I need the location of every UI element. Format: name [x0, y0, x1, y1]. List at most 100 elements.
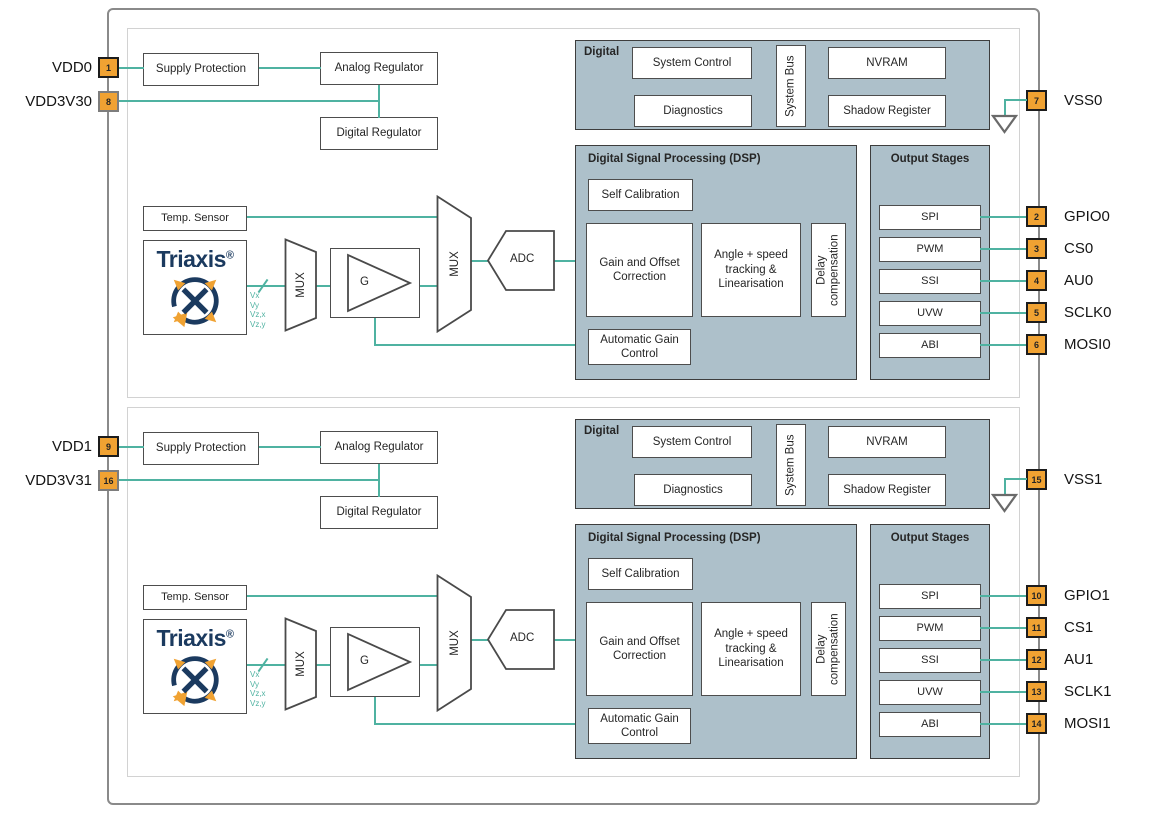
triaxis-icon: [171, 277, 219, 328]
output-stages-block: Output Stages SPI PWM SSI UVW ABI: [870, 524, 990, 759]
output-item-ssi: SSI: [879, 648, 981, 673]
mux1-label: MUX: [295, 651, 307, 677]
wire: [374, 697, 376, 725]
channel-0: VDD0 1 VDD3V30 8 7 VSS0 Supply Protectio…: [0, 28, 1149, 398]
pin-badge-vdd: 9: [98, 436, 119, 457]
wire: [1004, 99, 1006, 115]
wire: [471, 639, 489, 641]
triaxis-icon: [171, 656, 219, 707]
signal-label: Vx: [250, 291, 260, 300]
pin-number: 1: [105, 62, 111, 73]
delay-compensation-label: Delay compensation: [815, 613, 841, 685]
pin-number: 6: [1033, 339, 1039, 350]
pin-badge-au: 4: [1026, 270, 1047, 291]
triaxis-block: Triaxis®: [143, 240, 247, 335]
wire: [419, 285, 439, 287]
wire: [247, 664, 287, 666]
adc-shape: [486, 609, 555, 670]
output-item-abi: ABI: [879, 712, 981, 737]
output-item-ssi: SSI: [879, 269, 981, 294]
self-calibration-block: Self Calibration: [588, 179, 693, 211]
pin-badge-mosi: 14: [1026, 713, 1047, 734]
wire: [259, 67, 321, 69]
wire: [378, 85, 380, 118]
digital-block: Digital System Control Diagnostics Syste…: [575, 419, 990, 509]
ground-symbol-icon: [991, 114, 1018, 134]
wire: [119, 67, 144, 69]
wire: [374, 318, 376, 346]
pin-label-gpio: GPIO1: [1064, 587, 1110, 604]
pin-label-vdd3v3: VDD3V30: [25, 93, 92, 110]
pin-label-vss: VSS1: [1064, 471, 1103, 488]
pin-badge-cs: 3: [1026, 238, 1047, 259]
triaxis-block: Triaxis®: [143, 619, 247, 714]
pin-badge-sclk: 13: [1026, 681, 1047, 702]
digital-block-title: Digital: [584, 425, 620, 437]
pin-label-vdd: VDD1: [51, 438, 92, 455]
wire: [378, 464, 380, 497]
self-calibration-block: Self Calibration: [588, 558, 693, 590]
pin-number: 12: [1031, 654, 1042, 665]
pin-number: 14: [1031, 718, 1042, 729]
wire: [374, 723, 588, 725]
pin-number: 4: [1033, 275, 1039, 286]
output-stages-title: Output Stages: [890, 532, 970, 544]
dsp-block: Digital Signal Processing (DSP) Self Cal…: [575, 524, 857, 759]
dsp-title: Digital Signal Processing (DSP): [588, 532, 761, 544]
digital-regulator-block: Digital Regulator: [320, 496, 438, 529]
system-bus-block: System Bus: [776, 45, 806, 127]
system-bus-label: System Bus: [784, 434, 797, 496]
pin-label-au: AU0: [1064, 272, 1094, 289]
pin-number: 10: [1031, 590, 1042, 601]
pin-label-vdd3v3: VDD3V31: [25, 472, 92, 489]
temp-sensor-block: Temp. Sensor: [143, 585, 247, 610]
nvram-block: NVRAM: [828, 426, 946, 458]
signal-label: Vy: [250, 300, 260, 310]
wire: [980, 723, 1026, 725]
output-item-abi: ABI: [879, 333, 981, 358]
wire: [980, 216, 1026, 218]
signal-labels: Vx Vy Vz,x Vz,y: [250, 670, 280, 708]
dsp-title: Digital Signal Processing (DSP): [588, 153, 761, 165]
output-item-pwm: PWM: [879, 237, 981, 262]
wire: [1004, 478, 1006, 494]
channel-1: VDD1 9 VDD3V31 16 15 VSS1 Supply Protect…: [0, 407, 1149, 777]
gain-offset-block: Gain and Offset Correction: [586, 602, 693, 696]
gain-amp-label: G: [360, 655, 369, 667]
pin-badge-vss: 7: [1026, 90, 1047, 111]
pin-number: 15: [1031, 474, 1042, 485]
mux2-shape: [436, 574, 472, 712]
mux1-label: MUX: [295, 272, 307, 298]
system-bus-block: System Bus: [776, 424, 806, 506]
adc-label: ADC: [510, 632, 535, 644]
mux2-label: MUX: [448, 630, 461, 656]
pin-number: 9: [105, 441, 111, 452]
triaxis-logo: Triaxis®: [144, 620, 246, 713]
pin-badge-vss: 15: [1026, 469, 1047, 490]
output-stages-title: Output Stages: [890, 153, 970, 165]
diagnostics-block: Diagnostics: [634, 95, 752, 127]
ground-symbol-icon: [991, 493, 1018, 513]
nvram-block: NVRAM: [828, 47, 946, 79]
wire: [247, 216, 437, 218]
pin-badge-mosi: 6: [1026, 334, 1047, 355]
mux2-block: MUX: [436, 195, 473, 333]
output-item-spi: SPI: [879, 205, 981, 230]
supply-protection-block: Supply Protection: [143, 53, 259, 86]
mux1-block: MUX: [284, 617, 318, 711]
system-control-block: System Control: [632, 426, 752, 458]
pin-label-au: AU1: [1064, 651, 1094, 668]
gain-amp-triangle: [347, 253, 413, 313]
gain-offset-block: Gain and Offset Correction: [586, 223, 693, 317]
wire: [119, 100, 379, 102]
pin-badge-sclk: 5: [1026, 302, 1047, 323]
pin-badge-cs: 11: [1026, 617, 1047, 638]
pin-number: 3: [1033, 243, 1039, 254]
wire: [980, 280, 1026, 282]
wire: [1004, 478, 1027, 480]
wire: [316, 285, 332, 287]
wire: [980, 627, 1026, 629]
output-stages-block: Output Stages SPI PWM SSI UVW ABI: [870, 145, 990, 380]
wire: [247, 285, 287, 287]
